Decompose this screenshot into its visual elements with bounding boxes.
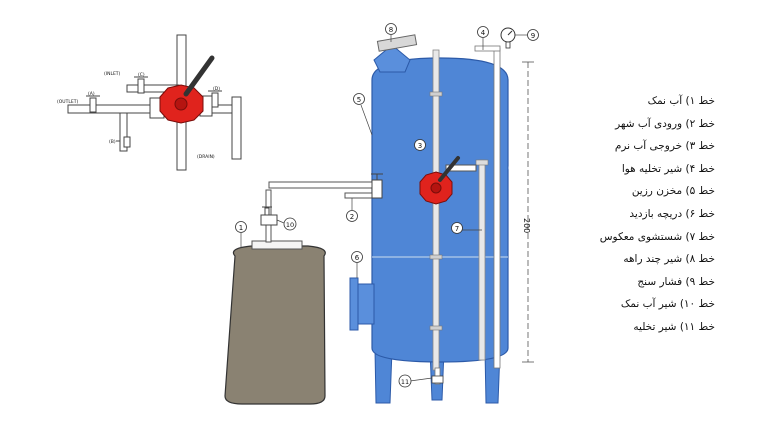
legend-item: خط ۱۰) شیر آب نمک [620, 298, 715, 311]
callout-11: 11 [398, 374, 412, 388]
svg-text:6: 6 [355, 254, 360, 262]
legend-item: خط ۳) خروجی آب نرم [614, 140, 715, 153]
callout-7: 7 [451, 222, 463, 234]
svg-text:9: 9 [531, 32, 535, 40]
svg-text:1: 1 [239, 224, 243, 232]
svg-text:10: 10 [286, 221, 294, 229]
callout-10: 10 [283, 217, 297, 231]
callout-4: 4 [477, 26, 489, 38]
callout-3: 3 [414, 139, 426, 151]
dimension-label: 200 [522, 218, 531, 233]
legend-item: خط ۵) مخزن رزین [631, 185, 715, 198]
callout-6: 6 [351, 251, 363, 263]
legend-item: خط ۸) شیر چند راهه [623, 253, 715, 266]
svg-text:3: 3 [418, 142, 422, 150]
inset-label-drain: (DRAIN) [197, 154, 215, 160]
callout-9: 9 [527, 29, 539, 41]
svg-text:5: 5 [357, 96, 361, 104]
inset-label-c: (C) [138, 72, 145, 78]
inset-label-b: (B) [109, 139, 116, 145]
callout-2: 2 [346, 210, 358, 222]
inset-label-inlet: (INLET) [104, 71, 121, 77]
callout-5: 5 [353, 93, 365, 105]
brine-tank [224, 189, 326, 405]
callouts: 1 2 5 8 4 9 3 6 7 10 11 [235, 23, 539, 388]
pressure-gauge-icon [500, 27, 516, 49]
inset-label-outlet: (OUTLET) [57, 99, 78, 105]
inset-label-a: (A) [88, 91, 95, 97]
inset-label-d: (D) [213, 86, 220, 92]
legend-item: خط ۱۱) شیر تخلیه [633, 320, 715, 333]
legend-item: خط ۹) فشار سنج [637, 275, 715, 288]
callout-1: 1 [235, 221, 247, 233]
legend-item: خط ۲) ورودی آب شهر [615, 117, 715, 130]
multiport-valve-inset-icon [159, 55, 215, 124]
legend-item: خط ۱) آب نمک [647, 95, 715, 107]
legend-list: خط ۱) آب نمک خط ۲) ورودی آب شهر خط ۳) خر… [495, 90, 715, 339]
legend-item: خط ۴) شیر تخلیه هوا [621, 162, 715, 175]
svg-text:8: 8 [389, 26, 393, 34]
inlet-piping [268, 164, 477, 199]
callout-8: 8 [385, 23, 397, 35]
valve-inset: (INLET) (OUTLET) (DRAIN) (A) (C) (D) (B) [57, 34, 242, 171]
resin-tank [349, 27, 516, 404]
svg-text:11: 11 [401, 378, 409, 386]
watermark: آ [508, 163, 524, 216]
svg-text:7: 7 [455, 225, 459, 233]
multiport-valve-icon [419, 156, 460, 205]
legend-item: خط ۷) شستشوی معکوس [599, 230, 715, 243]
legend-item: خط ۶) دریچه بازدید [629, 207, 715, 220]
svg-text:2: 2 [350, 213, 354, 221]
svg-text:4: 4 [481, 29, 486, 37]
height-dimension: 200 [522, 61, 534, 363]
leader-lines [240, 34, 527, 382]
